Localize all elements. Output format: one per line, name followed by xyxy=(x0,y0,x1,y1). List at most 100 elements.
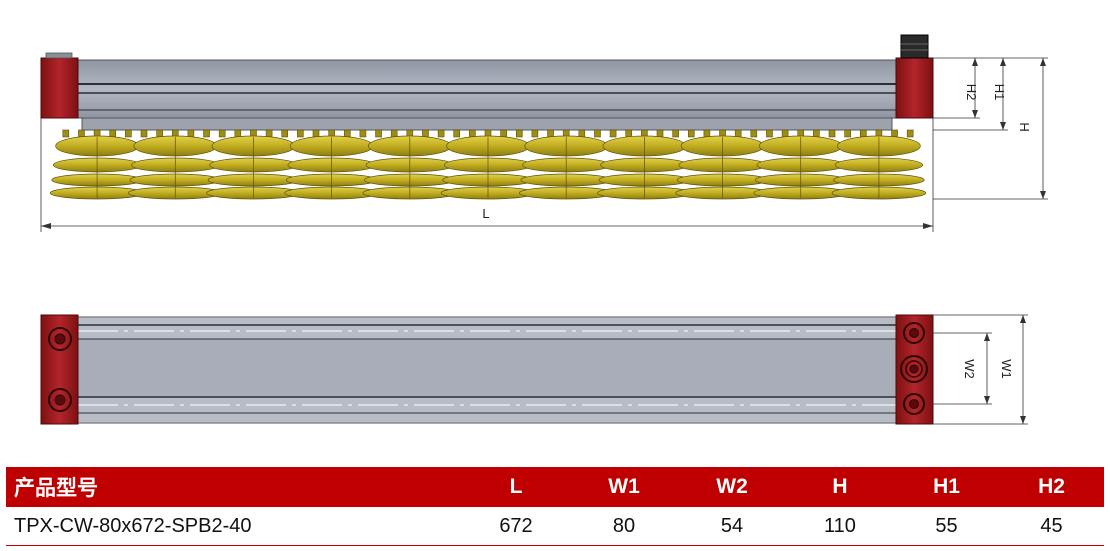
cup-stem xyxy=(594,129,601,138)
col-header-l: L xyxy=(462,467,570,507)
dim-w1-arrow-top xyxy=(1020,315,1026,323)
cup-stem xyxy=(281,129,289,138)
cup-stem xyxy=(687,129,695,138)
col-header-model: 产品型号 xyxy=(6,467,462,507)
table-row: TPX-CW-80x672-SPB2-40 672 80 54 110 55 4… xyxy=(6,507,1104,546)
cup-stem xyxy=(828,129,836,138)
suction-cup xyxy=(518,129,614,200)
cup-stem xyxy=(531,129,539,138)
suction-cup xyxy=(49,129,145,200)
cup-stem xyxy=(375,129,382,138)
dim-h1-arrow-top xyxy=(1000,58,1006,66)
cup-stem xyxy=(390,129,398,138)
col-header-h: H xyxy=(786,467,894,507)
top-rail-upper xyxy=(77,316,897,340)
front-view: L H2 H1 H xyxy=(40,34,1048,232)
cup-stem xyxy=(766,129,773,138)
cell-w2: 54 xyxy=(678,507,786,546)
mount-hole-icon xyxy=(54,333,66,345)
cell-h1: 55 xyxy=(894,507,999,546)
mount-hole-icon xyxy=(909,399,919,409)
cup-stem xyxy=(656,129,664,138)
dim-h2-label: H2 xyxy=(964,84,979,101)
cup-stem xyxy=(891,129,898,138)
cup-stem xyxy=(109,129,117,138)
suction-cup xyxy=(675,129,770,200)
suction-cup xyxy=(362,129,458,200)
front-left-end-cap xyxy=(45,52,73,59)
suction-cup xyxy=(440,129,536,200)
technical-drawing: L H2 H1 H xyxy=(40,34,1048,425)
dim-h2-arrow-top xyxy=(972,58,978,66)
air-port-icon xyxy=(909,364,919,374)
cup-stem xyxy=(187,129,195,138)
suction-cup xyxy=(597,129,692,200)
dim-l-arrow-right xyxy=(923,223,933,229)
front-air-fitting xyxy=(900,34,929,59)
dim-l-arrow-left xyxy=(41,223,51,229)
cell-h: 110 xyxy=(786,507,894,546)
mount-hole-icon xyxy=(903,322,925,344)
cup-stem xyxy=(437,129,445,138)
col-header-w2: W2 xyxy=(678,467,786,507)
cup-stem xyxy=(859,129,867,138)
front-left-end-block xyxy=(40,57,79,119)
dim-w1-label: W1 xyxy=(999,359,1014,379)
cup-stem xyxy=(297,129,304,138)
col-header-w1: W1 xyxy=(570,467,678,507)
front-right-end-block xyxy=(895,57,934,119)
cup-stem xyxy=(609,129,617,138)
mount-hole-icon xyxy=(909,328,919,338)
cup-stem xyxy=(62,129,70,138)
cup-stem xyxy=(625,129,633,138)
dim-w2-arrow-bottom xyxy=(984,396,990,404)
front-body xyxy=(77,59,897,119)
cup-stem xyxy=(906,129,914,138)
cup-stem xyxy=(125,129,132,138)
cup-stem xyxy=(422,129,429,138)
cup-stem xyxy=(453,129,461,138)
cell-model: TPX-CW-80x672-SPB2-40 xyxy=(6,507,462,546)
mount-hole-icon xyxy=(903,393,925,415)
dim-h-label: H xyxy=(1017,122,1032,131)
top-view: W2 W1 xyxy=(40,314,1028,425)
cup-stem xyxy=(218,129,226,138)
dim-h-arrow-top xyxy=(1040,58,1046,66)
cup-stem xyxy=(515,129,523,138)
cup-stem xyxy=(140,129,148,138)
suction-cup xyxy=(284,129,379,200)
front-base-plate xyxy=(81,117,893,131)
mount-hole-icon xyxy=(48,388,72,412)
dim-h1-arrow-bottom xyxy=(1000,122,1006,130)
cup-stem xyxy=(469,129,476,138)
cup-stem xyxy=(547,129,554,138)
mount-hole-icon xyxy=(48,327,72,351)
cup-stem xyxy=(500,129,507,138)
dim-l-label: L xyxy=(482,206,489,221)
cup-stem xyxy=(703,129,711,138)
cell-l: 672 xyxy=(462,507,570,546)
cell-w1: 80 xyxy=(570,507,678,546)
suction-cup xyxy=(831,129,927,200)
top-left-end-block xyxy=(40,314,79,425)
cup-stem xyxy=(203,129,210,138)
cup-stem xyxy=(750,129,758,138)
dim-w2-label: W2 xyxy=(962,359,977,379)
suction-cup xyxy=(128,129,223,200)
cup-stem xyxy=(265,129,273,138)
spec-table-header-row: 产品型号 L W1 W2 H H1 H2 xyxy=(6,467,1104,507)
col-header-h2: H2 xyxy=(999,467,1104,507)
mount-hole-icon xyxy=(54,394,66,406)
cup-stem xyxy=(78,129,85,138)
top-rail-lower xyxy=(77,396,897,424)
cup-stem xyxy=(672,129,679,138)
suction-cup-row xyxy=(49,129,927,200)
cup-stem xyxy=(312,129,320,138)
cup-stem xyxy=(578,129,586,138)
cup-stem xyxy=(156,129,163,138)
cup-stem xyxy=(844,129,851,138)
cell-h2: 45 xyxy=(999,507,1104,546)
suction-cup xyxy=(753,129,848,200)
col-header-h1: H1 xyxy=(894,467,999,507)
cup-stem xyxy=(359,129,367,138)
